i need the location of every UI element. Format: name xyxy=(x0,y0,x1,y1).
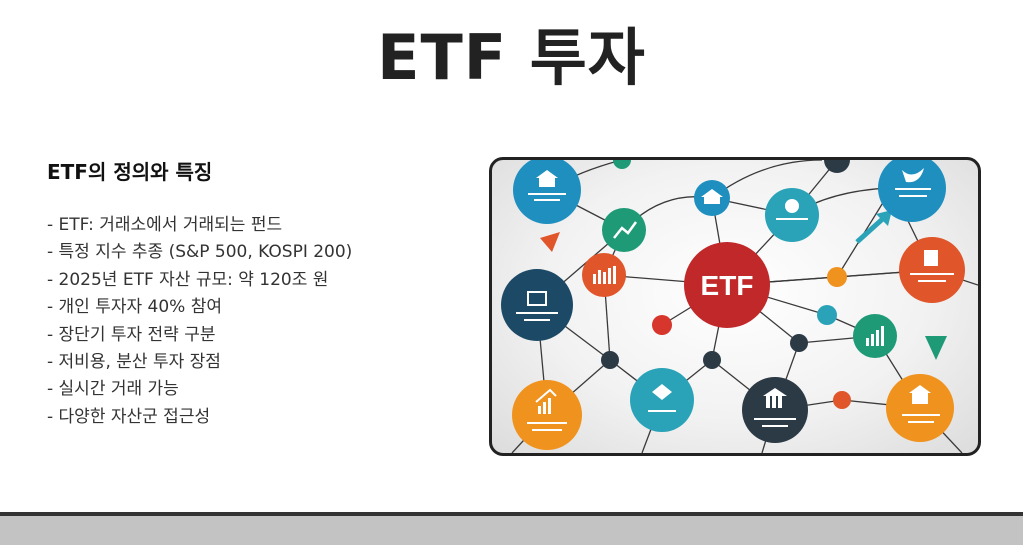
node-orange-bottom-left xyxy=(512,380,582,450)
node-navy xyxy=(501,269,573,341)
list-item: - 실시간 거래 가능 xyxy=(47,379,179,400)
growth-chart-icon xyxy=(535,388,557,414)
connector-dots xyxy=(601,160,851,409)
feature-list: - ETF: 거래소에서 거래되는 펀드 - 특정 지수 추종 (S&P 500… xyxy=(47,212,352,431)
handshake-icon xyxy=(652,384,672,400)
node-etf-center: ETF xyxy=(684,242,770,328)
node-green-right xyxy=(853,314,897,358)
house-icon xyxy=(536,170,558,187)
node-green-small xyxy=(602,208,646,252)
briefcase-icon xyxy=(527,291,547,306)
bird-icon xyxy=(902,168,924,183)
bank-icon xyxy=(909,385,931,404)
section-title: ETF의 정의와 특징 xyxy=(47,160,213,184)
node-dark-bottom xyxy=(742,377,808,443)
document-icon xyxy=(785,199,799,213)
node-red-right xyxy=(899,237,965,303)
list-item: - 장단기 투자 전략 구분 xyxy=(47,324,216,345)
arrow-icon xyxy=(540,210,947,360)
node-orange-bottom-right xyxy=(886,374,954,442)
bank-icon xyxy=(763,388,787,408)
bar-chart-icon xyxy=(593,266,616,284)
footer-divider xyxy=(0,512,1023,516)
chart-icon xyxy=(613,221,638,239)
node-house xyxy=(694,180,730,216)
document-icon xyxy=(924,250,938,266)
list-item: - ETF: 거래소에서 거래되는 펀드 xyxy=(47,215,283,235)
page-title: ETF 투자 xyxy=(377,21,646,94)
list-item: - 개인 투자자 40% 참여 xyxy=(47,297,223,318)
node-top-right xyxy=(878,160,946,222)
list-item: - 다양한 자산군 접근성 xyxy=(47,406,211,427)
node-top-left xyxy=(513,160,581,224)
footer-bar xyxy=(0,516,1023,545)
list-item: - 저비용, 분산 투자 장점 xyxy=(47,352,221,373)
list-item: - 2025년 ETF 자산 규모: 약 120조 원 xyxy=(47,269,329,290)
node-orange-left xyxy=(582,253,626,297)
etf-network-illustration: ETF xyxy=(489,157,981,456)
etf-label: ETF xyxy=(701,270,754,301)
bar-chart-icon xyxy=(866,326,884,346)
house-icon xyxy=(701,189,723,204)
list-item: - 특정 지수 추종 (S&P 500, KOSPI 200) xyxy=(47,242,353,263)
node-teal-bottom xyxy=(630,368,694,432)
node-teal-top xyxy=(765,188,819,242)
